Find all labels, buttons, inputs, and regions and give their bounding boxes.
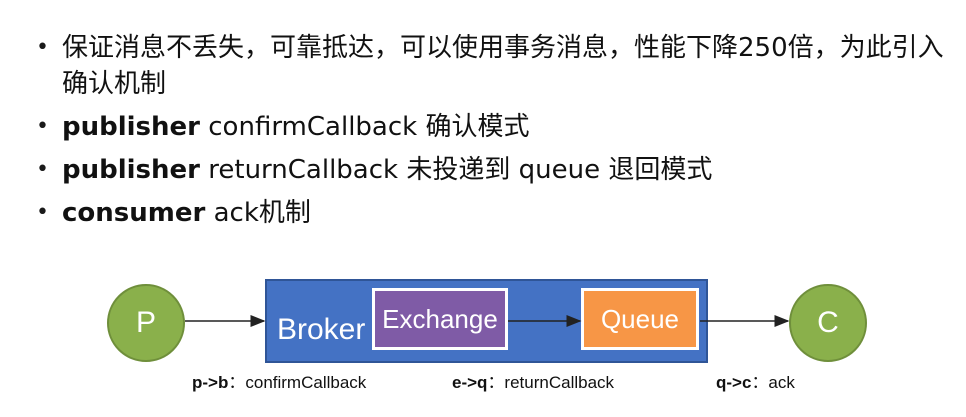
- bullet-item: • 保证消息不丢失，可靠抵达，可以使用事务消息，性能下降250倍，为此引入确认机…: [30, 30, 950, 102]
- caption-text: ：confirmCallback: [228, 373, 367, 392]
- consumer-node: C: [789, 284, 867, 362]
- bullet-text: 保证消息不丢失，可靠抵达，可以使用事务消息，性能下降250倍，为此引入确认机制: [62, 33, 944, 99]
- bullet-marker: •: [36, 157, 49, 182]
- caption-confirm: p->b：confirmCallback: [192, 368, 366, 393]
- caption-ack: q->c：ack: [716, 368, 795, 393]
- bullet-list: • 保证消息不丢失，可靠抵达，可以使用事务消息，性能下降250倍，为此引入确认机…: [30, 30, 950, 238]
- caption-bold: p->b: [192, 373, 229, 392]
- bullet-bold: consumer: [62, 198, 206, 228]
- bullet-marker: •: [36, 200, 49, 225]
- producer-node: P: [107, 284, 185, 362]
- bullet-text: returnCallback 未投递到 queue 退回模式: [200, 155, 713, 185]
- caption-text: ：returnCallback: [487, 373, 615, 392]
- bullet-item: • publisher confirmCallback 确认模式: [30, 109, 950, 145]
- exchange-box: Exchange: [372, 288, 508, 350]
- caption-return: e->q：returnCallback: [452, 368, 614, 393]
- bullet-text: confirmCallback 确认模式: [200, 112, 530, 142]
- caption-bold: q->c: [716, 373, 752, 392]
- message-flow-diagram: Broker Exchange Queue P C p->b：confirmCa…: [0, 270, 966, 417]
- caption-text: ：ack: [751, 373, 795, 392]
- arrows-layer: [185, 315, 790, 327]
- bullet-marker: •: [36, 114, 49, 139]
- queue-box: Queue: [581, 288, 699, 350]
- broker-label: Broker: [277, 313, 366, 346]
- caption-bold: e->q: [452, 373, 488, 392]
- bullet-bold: publisher: [62, 155, 200, 185]
- bullet-marker: •: [36, 35, 49, 60]
- bullet-bold: publisher: [62, 112, 200, 142]
- bullet-item: • consumer ack机制: [30, 195, 950, 231]
- bullet-item: • publisher returnCallback 未投递到 queue 退回…: [30, 152, 950, 188]
- bullet-text: ack机制: [205, 198, 311, 228]
